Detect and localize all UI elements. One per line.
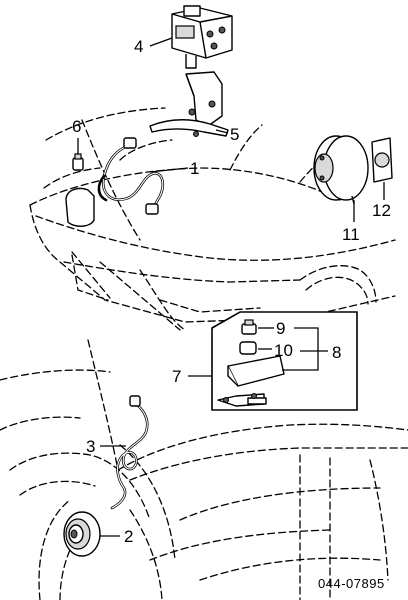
callout-7: 7 xyxy=(172,367,181,386)
front-lamp xyxy=(65,187,95,227)
callout-1: 1 xyxy=(190,159,199,178)
callouts: 1 2 3 4 5 6 7 8 9 10 11 12 044-07895 xyxy=(72,37,391,591)
actuator-bracket xyxy=(149,71,229,137)
master-cylinder xyxy=(217,319,285,407)
booster-gasket xyxy=(371,137,393,183)
rear-speed-sensor xyxy=(110,395,149,510)
front-speed-sensor xyxy=(97,137,165,215)
callout-5: 5 xyxy=(230,125,239,144)
rear-sensor-rotor xyxy=(63,511,101,557)
callout-11: 11 xyxy=(342,225,360,244)
callout-3: 3 xyxy=(86,437,95,456)
callout-9: 9 xyxy=(276,319,285,338)
brake-booster xyxy=(313,135,369,205)
master-cylinder-frame xyxy=(211,311,358,411)
reference-code: 044-07895 xyxy=(318,576,385,591)
callout-10: 10 xyxy=(274,341,293,360)
callout-8: 8 xyxy=(332,343,341,362)
callout-12: 12 xyxy=(372,201,391,220)
upper-vehicle-outline xyxy=(29,107,396,331)
abs-actuator xyxy=(171,5,233,69)
callout-4: 4 xyxy=(134,37,143,56)
sensor-plug xyxy=(72,153,84,171)
callout-6: 6 xyxy=(72,117,81,136)
leader-lines xyxy=(77,37,385,537)
callout-2: 2 xyxy=(124,527,133,546)
